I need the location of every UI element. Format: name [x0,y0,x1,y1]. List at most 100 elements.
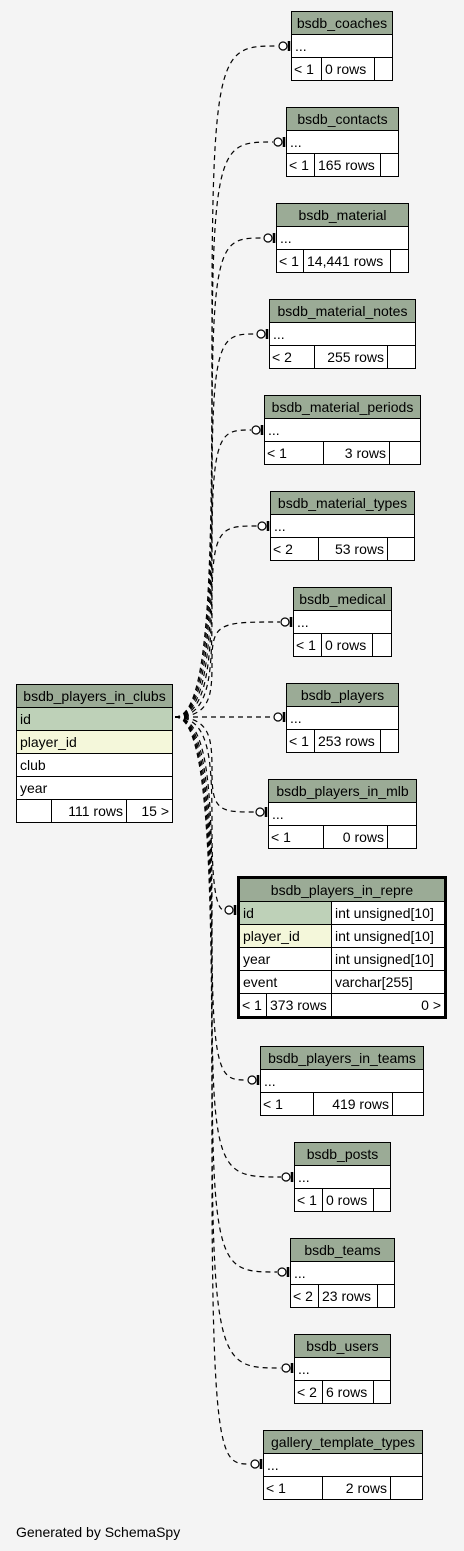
table-body: ... [291,1262,394,1285]
column-id: id [17,708,172,731]
relationship-edge [174,716,225,911]
relationship-edge [174,716,256,813]
zero-cardinality-marker [250,1459,260,1469]
relationship-edge [174,716,278,1273]
zero-cardinality-marker [273,137,283,147]
zero-cardinality-marker [281,1363,291,1373]
zero-cardinality-marker [247,1075,257,1085]
table-header: gallery_template_types [264,1431,422,1454]
parent-count: 15 > [141,803,169,819]
table-header: bsdb_players_in_teams [261,1047,423,1070]
table-header: bsdb_material [277,204,408,227]
table-footer: 111 rows 15 > [17,800,172,822]
table-header: bsdb_contacts [287,108,398,131]
table-header: bsdb_teams [291,1239,394,1262]
table-header: bsdb_players_in_repre [240,879,444,902]
table-body: ... [287,131,398,154]
table-body: ... [295,1358,390,1381]
table-body: ... [295,1166,390,1189]
zero-cardinality-marker [273,712,283,722]
relationship-edge [174,429,252,718]
relationship-edge [174,716,251,1465]
generated-by-footer: Generated by SchemaSpy [16,1524,181,1540]
zero-cardinality-marker [277,1267,287,1277]
column-player-id: player_id [17,731,172,754]
table-header: bsdb_medical [294,588,391,611]
table-header: bsdb_players_in_clubs [17,685,172,708]
zero-cardinality-marker [224,905,234,915]
table-header: bsdb_material_notes [270,300,415,323]
table-header: bsdb_players_in_mlb [269,780,416,803]
column-club: club [17,754,172,777]
zero-cardinality-marker [257,521,267,531]
relationship-edge [174,333,257,718]
table-body: ... [292,35,392,58]
relationship-edge [174,45,279,718]
table-body: ... [269,803,416,826]
table-body: ... [287,707,398,730]
row-count: 111 rows [52,800,127,822]
table-body: ... [270,323,415,346]
table-body: ... [264,1454,422,1477]
zero-cardinality-marker [251,425,261,435]
table-header: bsdb_players [287,684,398,707]
zero-cardinality-marker [263,233,273,243]
table-body: ... [271,515,414,538]
parent-count: 0 > [421,997,441,1013]
column-year: year [17,777,172,800]
table-body: ... [261,1070,423,1093]
table-header: bsdb_material_periods [265,396,420,419]
zero-cardinality-marker [281,1172,291,1182]
table-footer: < 1 373 rows 0 > [240,994,444,1016]
zero-cardinality-marker [280,617,290,627]
zero-cardinality-marker [278,41,288,51]
table-body: ... [294,611,391,634]
table-bsdb-players-in-clubs[interactable]: bsdb_players_in_clubs id player_id club … [16,684,173,823]
table-header: bsdb_coaches [292,12,392,35]
table-body: ... [265,419,420,442]
table-header: bsdb_users [295,1335,390,1358]
zero-cardinality-marker [255,807,265,817]
table-header: bsdb_material_types [271,492,414,515]
row-count: 373 rows [267,994,332,1016]
child-count: < 1 [240,994,267,1016]
table-body: ... [277,227,408,250]
zero-cardinality-marker [256,329,266,339]
relationship-edge [174,716,248,1081]
relationship-edge [174,716,282,1178]
